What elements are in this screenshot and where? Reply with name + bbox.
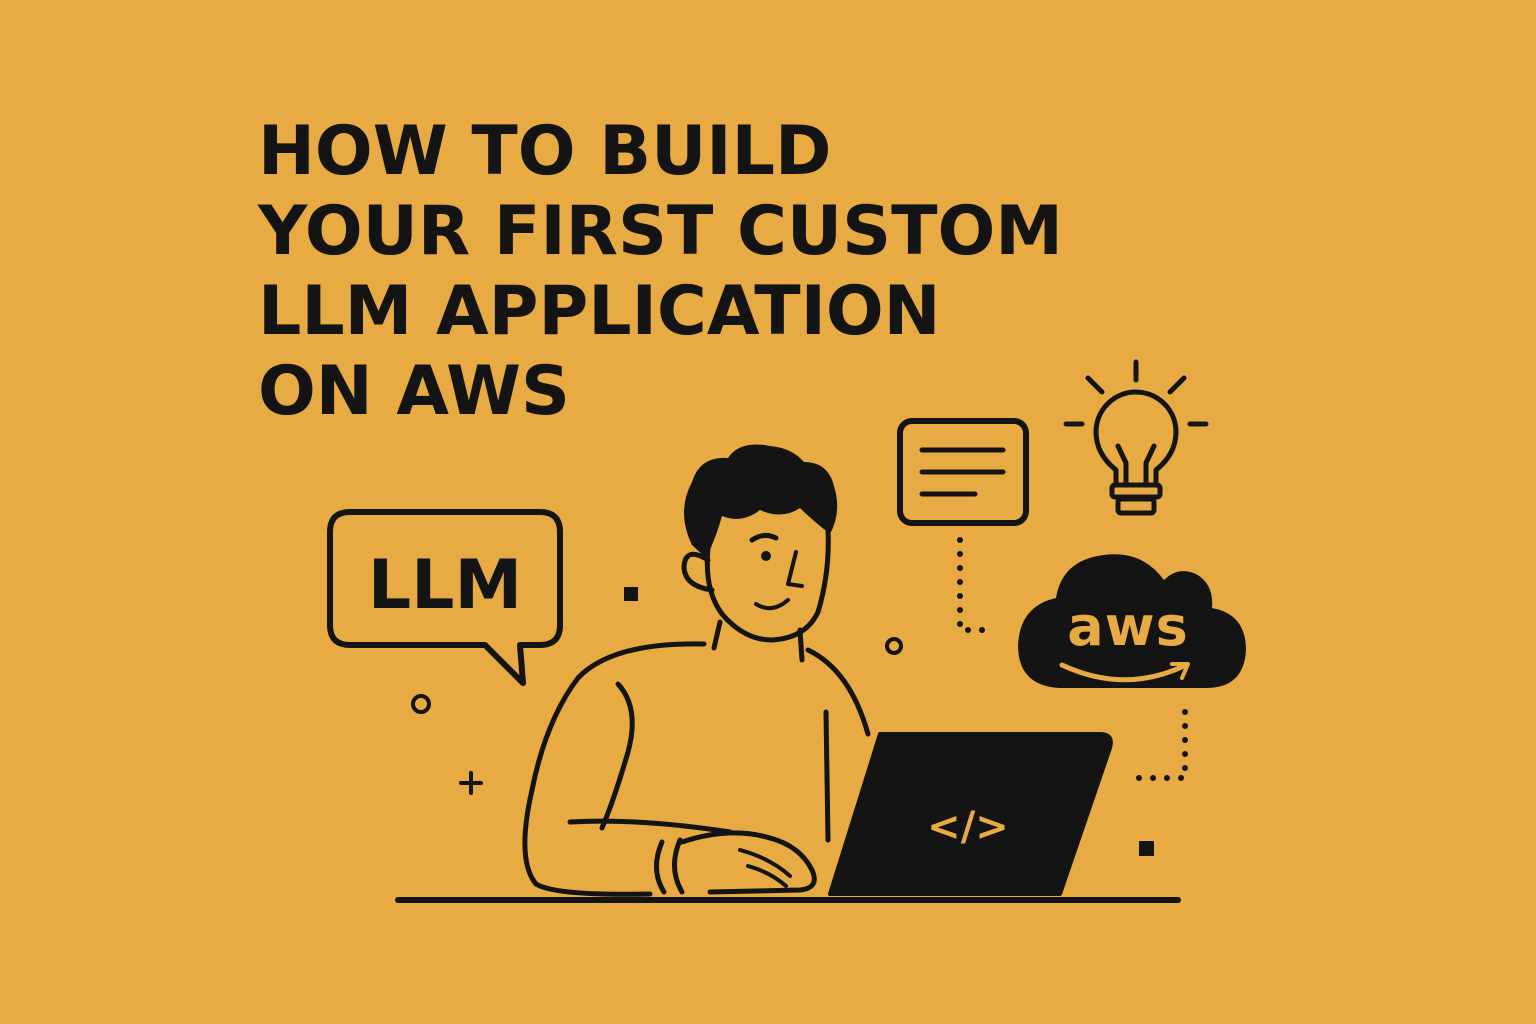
headline: HOW TO BUILD YOUR FIRST CUSTOM LLM APPLI… [258, 112, 1063, 432]
headline-line-4: ON AWS [258, 352, 570, 431]
headline-line-1: HOW TO BUILD [258, 112, 832, 191]
ear [681, 551, 715, 593]
laptop-icon[interactable]: </> [828, 732, 1113, 896]
aws-cloud-label: aws [1067, 595, 1188, 658]
speech-bubble-icon: LLM [327, 509, 563, 686]
code-icon: </> [927, 804, 1009, 850]
decorations [411, 587, 1154, 856]
deco-plus [459, 771, 483, 795]
deco-square-1 [624, 587, 638, 601]
torso [522, 641, 707, 897]
deco-square-2 [1139, 841, 1154, 856]
aws-cloud-icon: aws [1018, 554, 1246, 688]
headline-line-2: YOUR FIRST CUSTOM [258, 192, 1063, 271]
deco-circle-1 [885, 637, 903, 655]
hair [684, 444, 838, 558]
speech-bubble-label: LLM [368, 546, 522, 625]
lightbulb-icon [1063, 359, 1209, 516]
person-illustration [522, 444, 871, 897]
face [704, 527, 831, 643]
document-icon [897, 418, 1029, 526]
deco-circle-2 [411, 694, 431, 714]
aws-smile [1059, 662, 1187, 683]
eye [761, 551, 771, 561]
hand [679, 830, 817, 895]
dotted-connectors [957, 537, 1188, 781]
headline-line-3: LLM APPLICATION [258, 272, 941, 351]
